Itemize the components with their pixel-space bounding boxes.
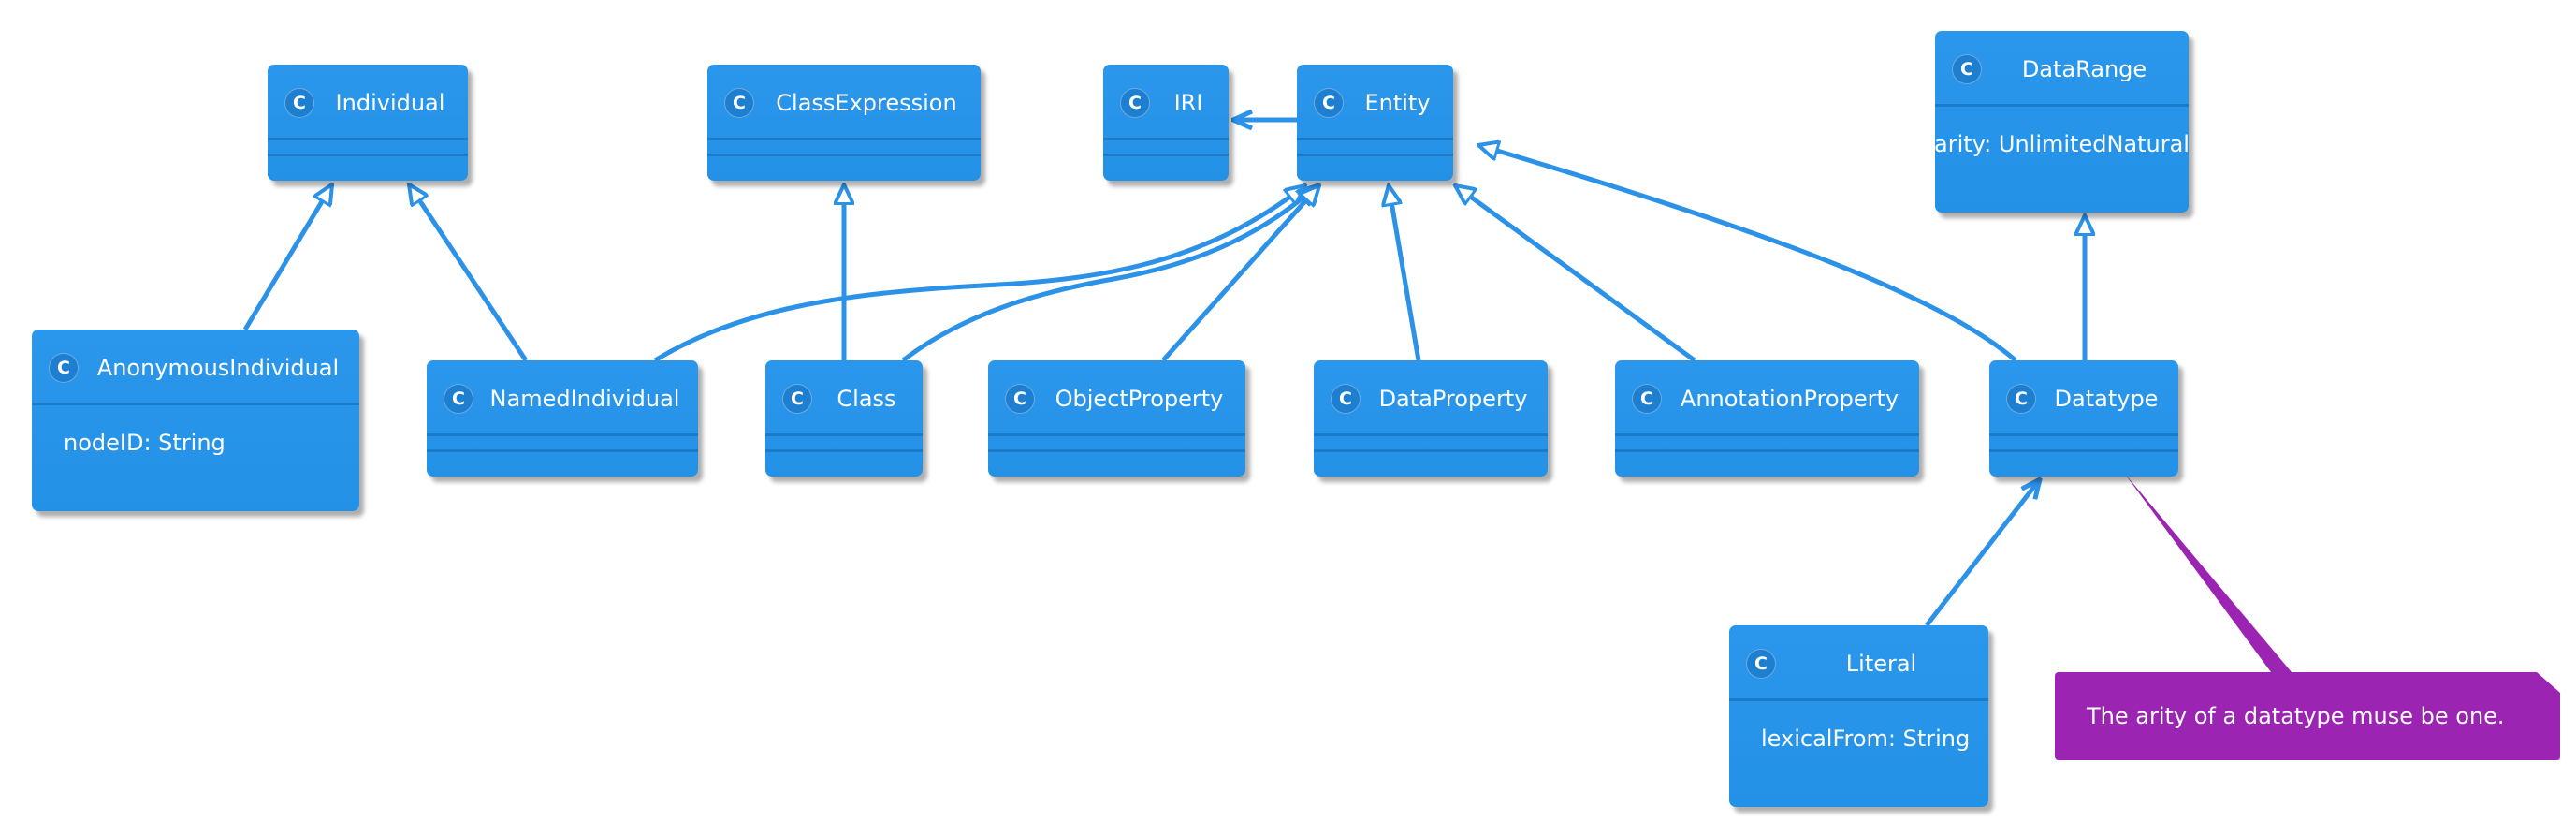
class-dataproperty[interactable]: C DataProperty [1314, 360, 1548, 477]
class-attribute: arity: UnlimitedNatural [1934, 131, 2190, 157]
class-datarange[interactable]: C DataRange arity: UnlimitedNatural [1934, 31, 2190, 213]
class-name: Class [837, 385, 896, 412]
class-classexpression[interactable]: C ClassExpression [707, 65, 981, 181]
edge-dataproperty-entity [1389, 185, 1421, 361]
class-anonymousindividual[interactable]: C AnonymousIndividual nodeID: String [32, 330, 359, 511]
class-datatype[interactable]: C Datatype [1989, 360, 2178, 477]
class-namedindividual[interactable]: C NamedIndividual [427, 360, 698, 477]
class-badge-icon: C [49, 353, 79, 383]
class-name: NamedIndividual [489, 385, 680, 412]
edge-objectproperty-entity [1161, 185, 1319, 362]
class-badge-icon: C [2006, 384, 2036, 414]
edge-anonymousindividual-individual [242, 184, 332, 331]
class-name: ClassExpression [776, 89, 957, 116]
class-objectproperty[interactable]: C ObjectProperty [988, 360, 1245, 477]
edge-datatype-entity [1478, 145, 2017, 362]
edge-annotationproperty-entity [1455, 185, 1696, 363]
class-attribute: nodeID: String [64, 430, 226, 456]
class-badge-icon: C [284, 88, 314, 118]
class-badge-icon: C [1746, 649, 1776, 679]
edge-literal-datatype [1925, 479, 2040, 627]
class-name: Entity [1364, 89, 1431, 116]
class-name: Literal [1845, 650, 1917, 677]
class-badge-icon: C [724, 88, 754, 118]
class-annotationproperty[interactable]: C AnnotationProperty [1615, 360, 1919, 477]
class-name: Individual [335, 89, 445, 116]
class-iri[interactable]: C IRI [1103, 65, 1229, 181]
note-connector [2124, 473, 2292, 672]
class-entity[interactable]: C Entity [1297, 65, 1453, 181]
class-individual[interactable]: C Individual [268, 65, 468, 181]
class-name: DataProperty [1378, 385, 1528, 412]
class-name: AnonymousIndividual [96, 354, 340, 381]
class-badge-icon: C [1314, 88, 1344, 118]
class-badge-icon: C [1632, 384, 1662, 414]
class-badge-icon: C [1005, 384, 1035, 414]
class-attribute: lexicalFrom: String [1761, 726, 1971, 752]
class-badge-icon: C [1120, 88, 1150, 118]
class-badge-icon: C [1331, 384, 1361, 414]
class-literal[interactable]: C Literal lexicalFrom: String [1729, 625, 1988, 807]
class-badge-icon: C [1952, 54, 1982, 84]
note-text: The arity of a datatype muse be one. [2087, 703, 2505, 729]
class-name: AnnotationProperty [1680, 385, 1899, 412]
datatype-note[interactable]: The arity of a datatype muse be one. [2055, 672, 2560, 760]
class-name: ObjectProperty [1055, 385, 1224, 412]
edge-namedindividual-individual [409, 184, 529, 362]
class-name: DataRange [2021, 55, 2147, 82]
edge-namedindividual-entity [653, 185, 1305, 363]
class-class[interactable]: C Class [765, 360, 923, 477]
class-badge-icon: C [782, 384, 812, 414]
edge-class-entity [901, 185, 1317, 362]
class-name: Datatype [2054, 385, 2159, 412]
class-name: IRI [1173, 89, 1203, 116]
class-badge-icon: C [444, 384, 473, 414]
